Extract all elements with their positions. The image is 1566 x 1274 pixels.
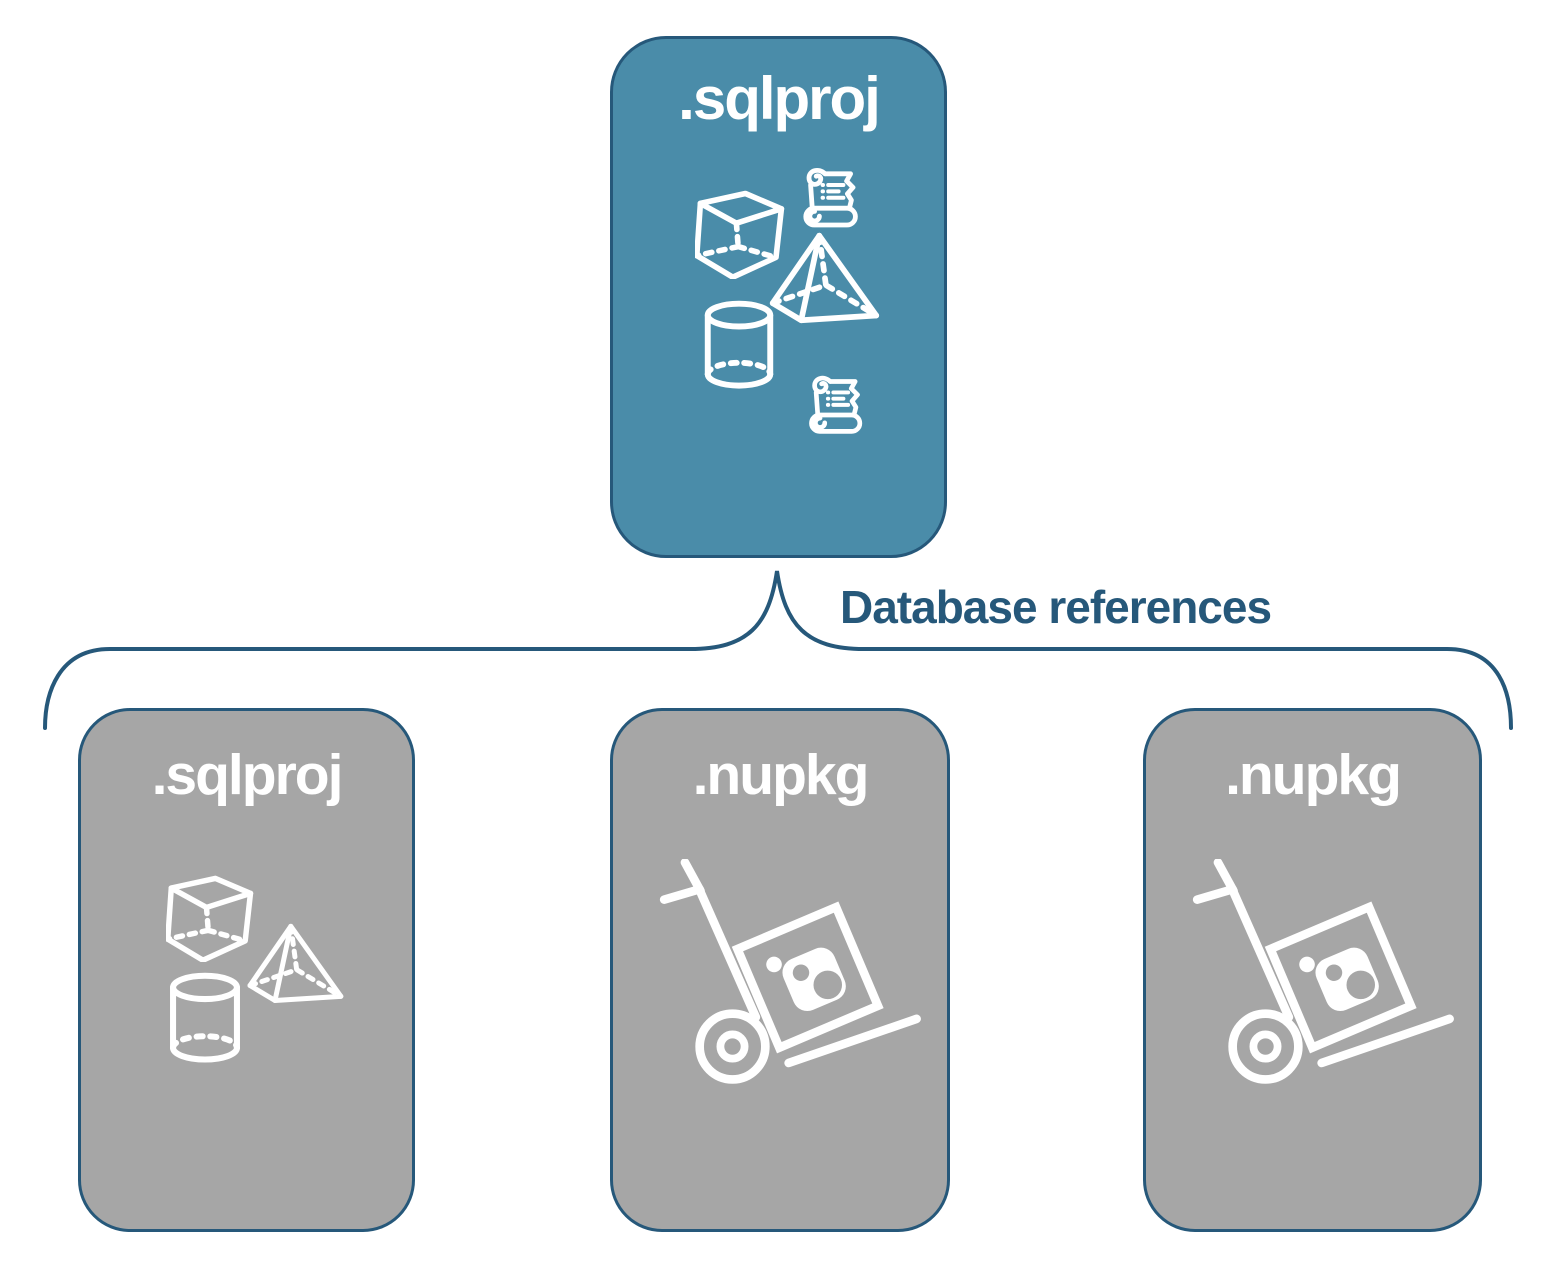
cylinder-icon <box>166 971 244 1066</box>
cylinder-icon <box>701 299 777 392</box>
handtruck-package-icon <box>659 859 927 1101</box>
root-box-sqlproj: .sqlproj <box>610 36 947 558</box>
child-box-label: .nupkg <box>1225 743 1402 807</box>
handtruck-package-icon <box>1192 859 1460 1101</box>
pyramid-icon <box>245 921 345 1005</box>
pyramid-icon <box>767 230 881 325</box>
brace-path <box>43 570 1513 730</box>
cube-icon <box>166 874 254 962</box>
child-box-nupkg-2: .nupkg <box>1143 708 1482 1232</box>
child-box-sqlproj: .sqlproj <box>78 708 415 1232</box>
scroll-icon <box>799 369 877 447</box>
child-box-label: .nupkg <box>692 743 870 807</box>
scroll-icon <box>793 161 873 241</box>
child-box-nupkg-1: .nupkg <box>610 708 950 1232</box>
child-box-label: .sqlproj <box>151 743 344 807</box>
connector-label: Database references <box>840 581 1272 633</box>
root-box-label: .sqlproj <box>678 65 881 132</box>
